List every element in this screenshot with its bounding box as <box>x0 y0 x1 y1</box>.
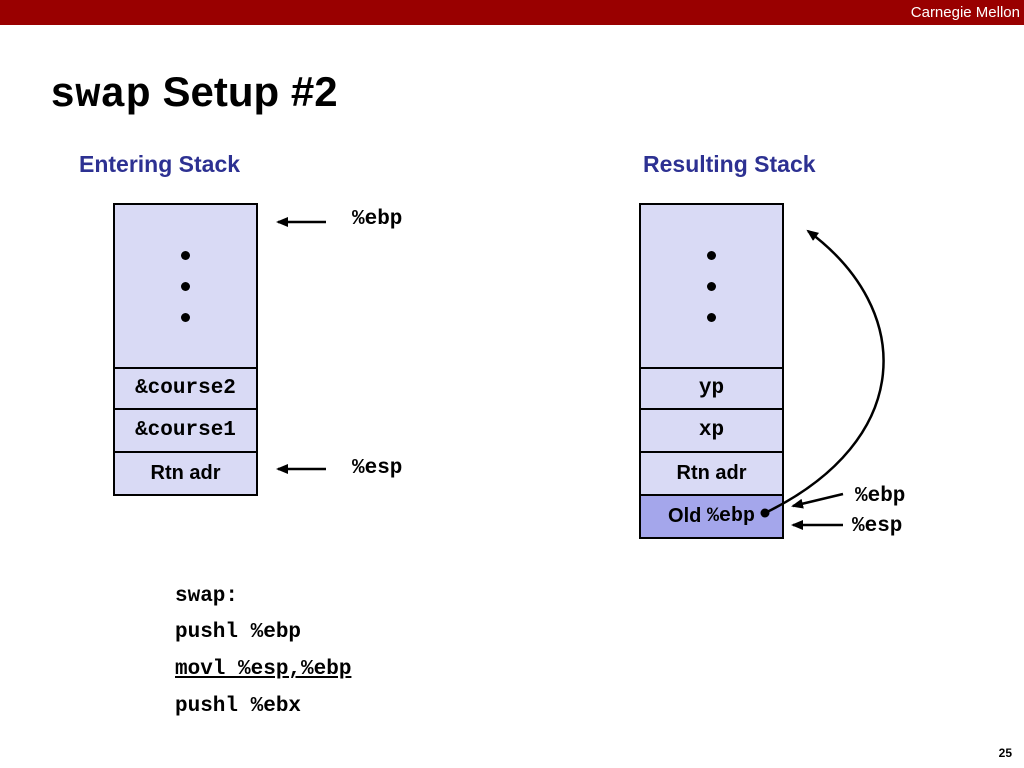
title-text: Setup #2 <box>162 68 338 115</box>
old-ebp-reg: %ebp <box>706 505 755 528</box>
right-cell-rtn-adr: Rtn adr <box>639 451 784 496</box>
code-line-push-ebx: pushl %ebx <box>175 695 302 718</box>
header-bar: Carnegie Mellon <box>0 0 1024 25</box>
ellipsis-dot <box>181 251 190 260</box>
code-line-mov: movl %esp,%ebp <box>175 658 352 681</box>
entering-stack-heading: Entering Stack <box>79 151 241 177</box>
code-line-push-ebp: pushl %ebp <box>175 621 302 644</box>
right-ebp-arrow <box>791 492 844 509</box>
resulting-stack-heading: Resulting Stack <box>643 151 816 177</box>
ellipsis-dot <box>181 282 190 291</box>
brand-label: Carnegie Mellon <box>910 4 1020 21</box>
right-cell-xp: xp <box>639 408 784 453</box>
right-cell-old-ebp: Old %ebp <box>639 494 784 539</box>
right-cell-yp: yp <box>639 367 784 410</box>
old-ebp-prefix: Old <box>668 505 702 527</box>
right-stack-top <box>639 203 784 369</box>
code-line-label: swap: <box>175 585 239 608</box>
ellipsis-dot <box>707 282 716 291</box>
left-esp-label: %esp <box>352 457 403 480</box>
right-ebp-label: %ebp <box>855 485 906 508</box>
saved-ebp-curve-arrow <box>764 229 885 515</box>
saved-ebp-dot <box>760 508 770 518</box>
left-cell-rtn-adr: Rtn adr <box>113 451 258 496</box>
left-ebp-label: %ebp <box>352 208 403 231</box>
ellipsis-dot <box>181 313 190 322</box>
right-esp-label: %esp <box>852 515 903 538</box>
page-number: 25 <box>998 746 1012 760</box>
ellipsis-dot <box>707 251 716 260</box>
ellipsis-dot <box>707 313 716 322</box>
title-code: swap <box>50 71 151 119</box>
slide-title: swap Setup #2 <box>50 68 338 119</box>
